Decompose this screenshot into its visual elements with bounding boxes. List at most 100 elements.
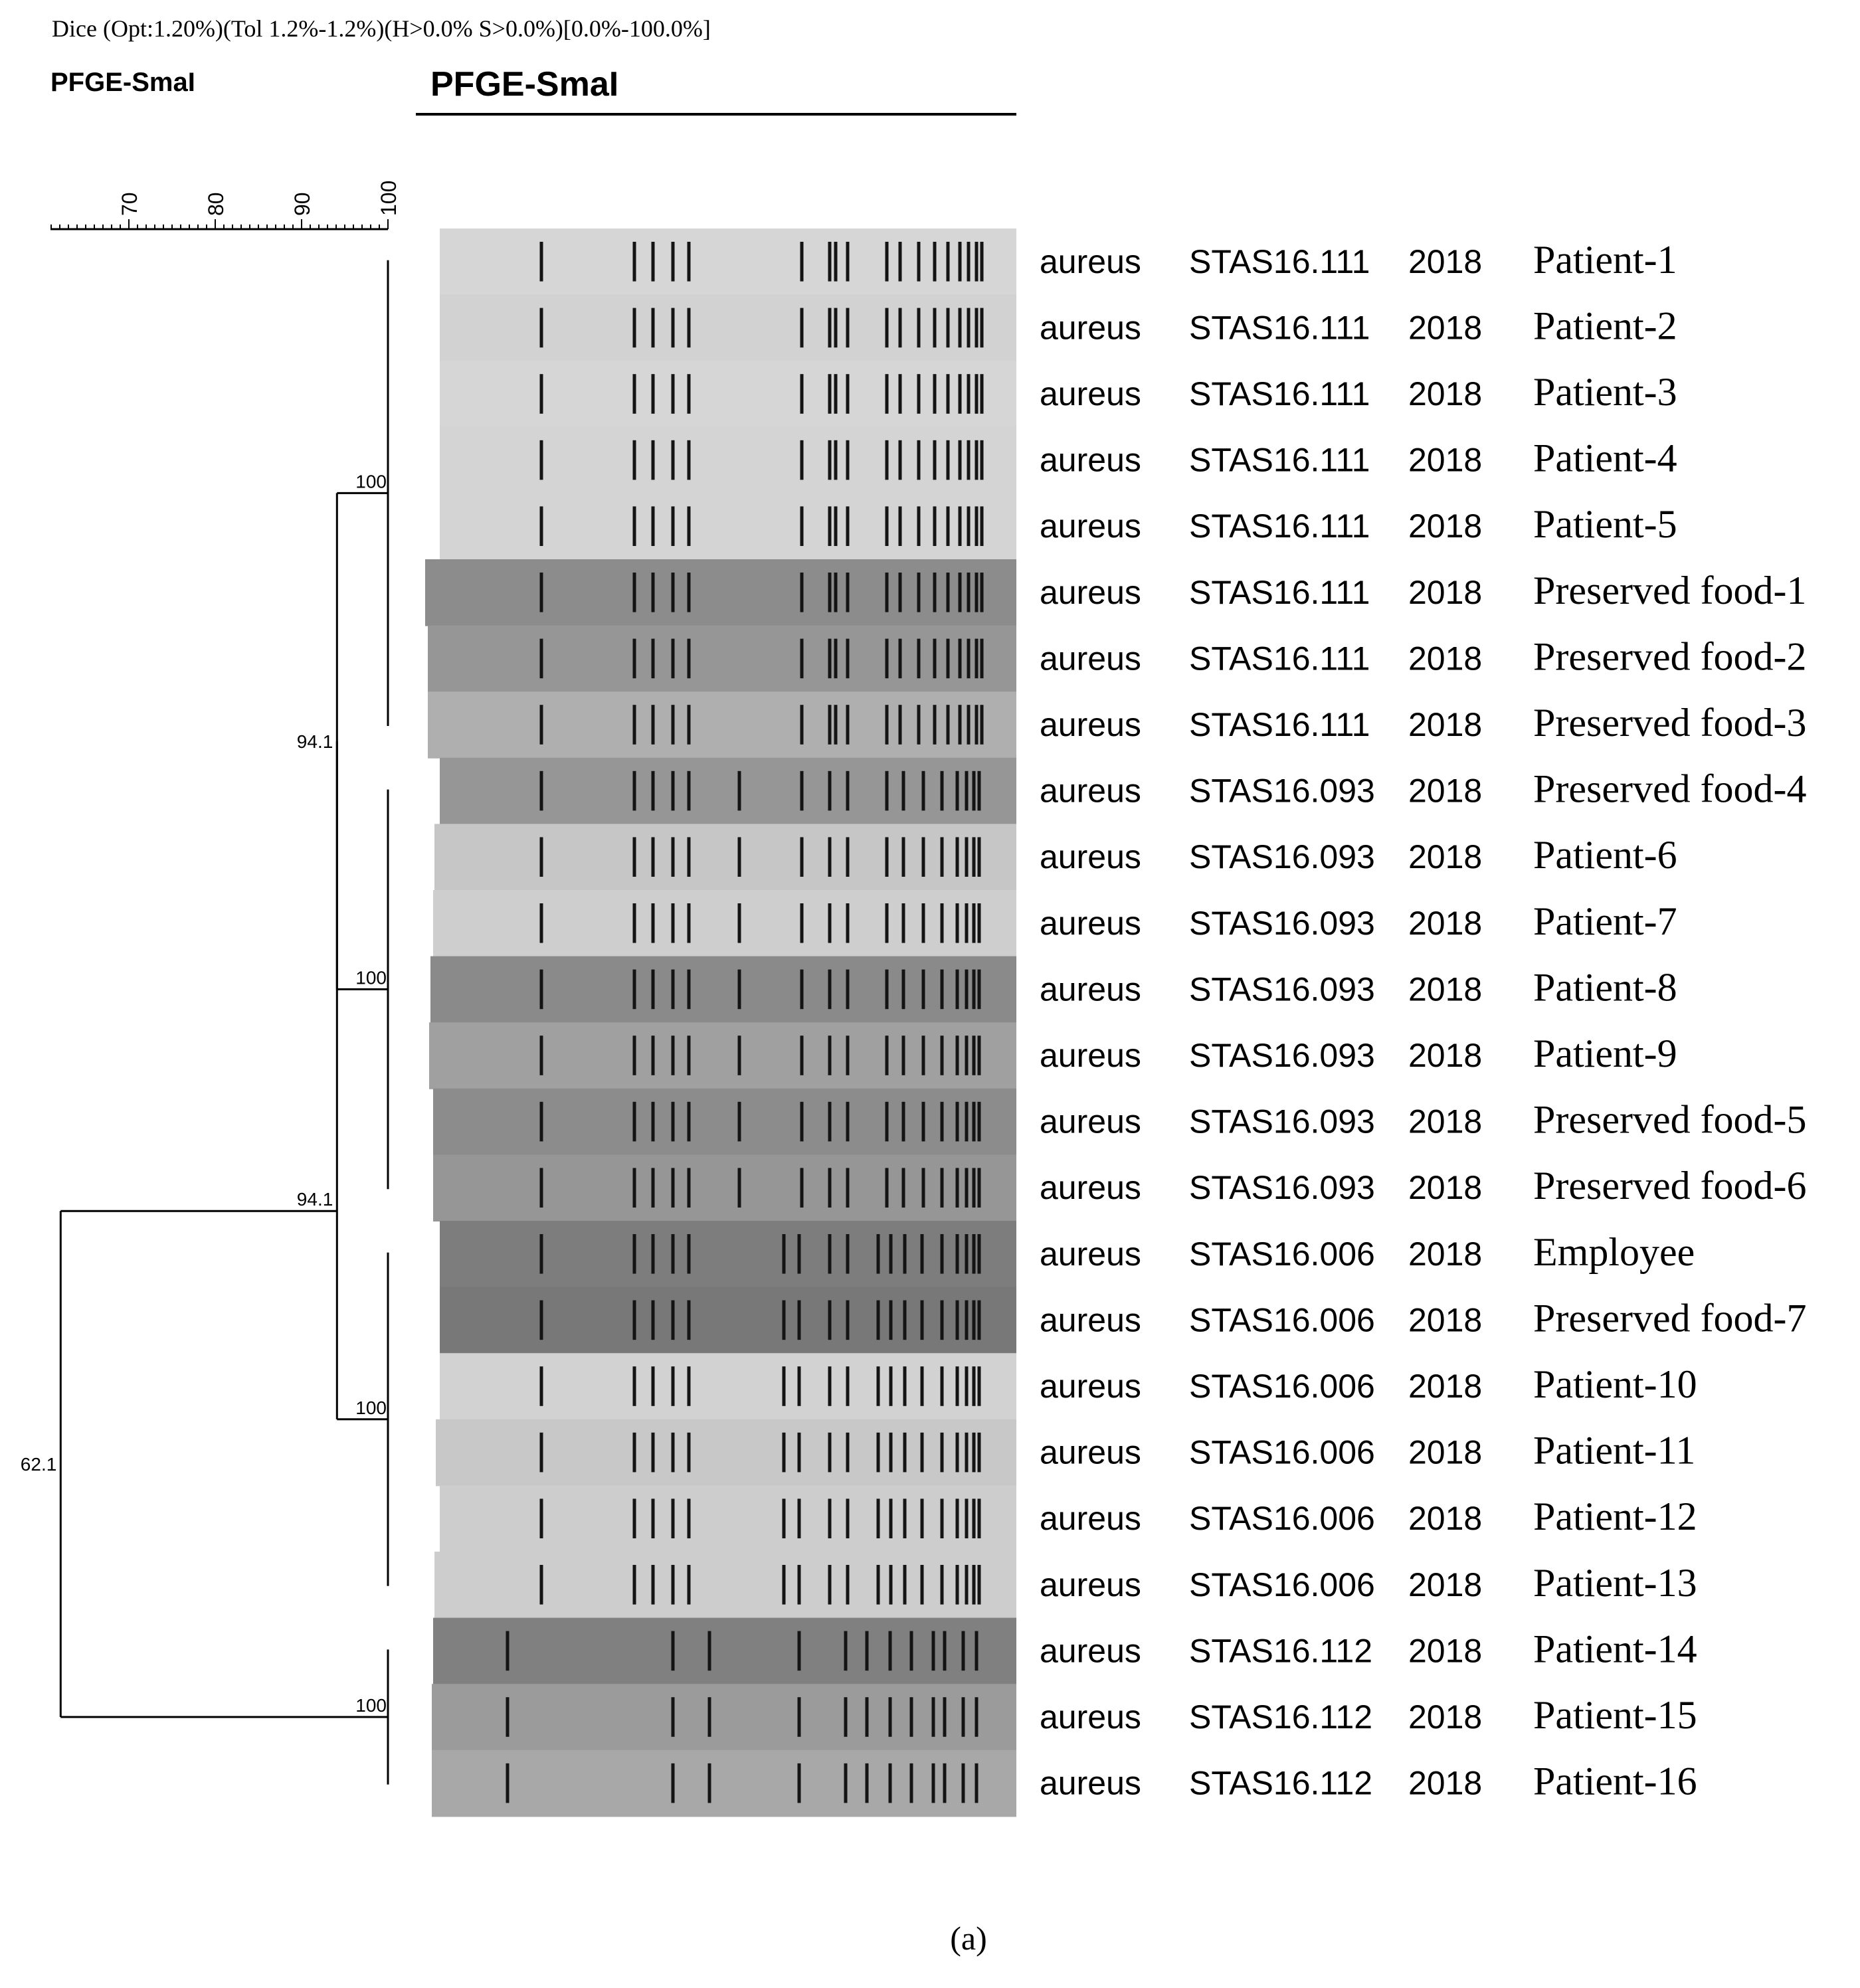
gel-band xyxy=(943,1631,947,1671)
gel-band xyxy=(828,1565,832,1605)
gel-band xyxy=(651,506,655,546)
gel-band xyxy=(632,1300,636,1340)
gel-band xyxy=(972,1366,976,1406)
gel-band xyxy=(797,1234,801,1274)
gel-band xyxy=(889,1300,893,1340)
gel-band xyxy=(671,308,675,348)
gel-band xyxy=(975,506,978,546)
gel-band xyxy=(977,1498,981,1538)
gel-band xyxy=(940,1366,944,1406)
gel-band xyxy=(687,1168,691,1208)
gel-lane xyxy=(429,1022,1016,1089)
gel-band xyxy=(933,638,937,679)
isolate-strain: STAS16.111 xyxy=(1189,706,1370,743)
gel-band xyxy=(940,1498,944,1538)
gel-band xyxy=(737,837,741,877)
isolate-species: aureus xyxy=(1040,1698,1141,1736)
gel-band xyxy=(632,1168,636,1208)
gel-band xyxy=(651,638,655,679)
gel-band xyxy=(737,969,741,1010)
gel-band xyxy=(921,1168,925,1208)
gel-band xyxy=(834,308,838,348)
gel-band xyxy=(671,638,675,679)
isolate-source: Preserved food-6 xyxy=(1533,1164,1807,1208)
gel-band xyxy=(687,440,691,480)
gel-band xyxy=(965,1498,969,1538)
gel-band xyxy=(671,1697,675,1737)
gel-band xyxy=(972,1498,976,1538)
gel-band xyxy=(539,903,543,943)
gel-band xyxy=(921,969,925,1010)
isolate-year: 2018 xyxy=(1408,309,1482,346)
isolate-year: 2018 xyxy=(1408,1368,1482,1405)
gel-band xyxy=(965,969,969,1010)
gel-band xyxy=(885,308,889,348)
gel-band xyxy=(903,1432,907,1473)
isolate-species: aureus xyxy=(1040,442,1141,479)
gel-band xyxy=(506,1763,510,1803)
gel-band xyxy=(940,837,944,877)
node-similarity-label: 100 xyxy=(355,1398,387,1418)
isolate-year: 2018 xyxy=(1408,640,1482,677)
gel-band xyxy=(917,308,921,348)
isolate-species: aureus xyxy=(1040,309,1141,346)
gel-band xyxy=(920,1234,924,1274)
gel-band xyxy=(834,506,838,546)
gel-band xyxy=(539,374,543,414)
gel-band xyxy=(955,1565,959,1605)
gel-band xyxy=(889,1565,893,1605)
gel-band xyxy=(958,638,962,679)
gel-band xyxy=(946,705,950,745)
gel-band xyxy=(958,308,962,348)
gel-lane xyxy=(440,757,1016,825)
gel-band xyxy=(977,1300,981,1340)
gel-band xyxy=(975,242,978,282)
gel-band xyxy=(671,770,675,811)
isolate-species: aureus xyxy=(1040,507,1141,545)
isolate-source: Patient-4 xyxy=(1533,436,1677,480)
gel-band xyxy=(961,1631,965,1671)
isolate-strain: STAS16.111 xyxy=(1189,243,1370,280)
gel-band xyxy=(885,1168,889,1208)
gel-band xyxy=(828,573,832,612)
gel-band xyxy=(888,1697,892,1737)
gel-band xyxy=(797,1631,801,1671)
gel-band xyxy=(651,573,655,612)
gel-band xyxy=(800,638,804,679)
gel-band xyxy=(885,506,889,546)
isolate-species: aureus xyxy=(1040,1500,1141,1537)
gel-band xyxy=(834,573,838,612)
gel-band xyxy=(946,440,950,480)
gel-band xyxy=(933,242,937,282)
gel-band xyxy=(651,1234,655,1274)
gel-band xyxy=(876,1432,880,1473)
isolate-year: 2018 xyxy=(1408,375,1482,412)
gel-band xyxy=(539,1036,543,1075)
gel-band xyxy=(539,1168,543,1208)
gel-band xyxy=(797,1300,801,1340)
gel-band xyxy=(687,506,691,546)
scale-tick-label: 80 xyxy=(204,192,228,216)
isolate-year: 2018 xyxy=(1408,1632,1482,1669)
gel-band xyxy=(632,1565,636,1605)
gel-lane xyxy=(432,1684,1016,1751)
gel-lane xyxy=(440,426,1016,494)
gel-band xyxy=(800,837,804,877)
gel-band xyxy=(920,1432,924,1473)
gel-band xyxy=(632,506,636,546)
gel-band xyxy=(846,506,850,546)
isolate-year: 2018 xyxy=(1408,1566,1482,1603)
gel-band xyxy=(844,1763,848,1803)
gel-band xyxy=(943,1763,947,1803)
gel-band xyxy=(671,1168,675,1208)
gel-band xyxy=(846,242,850,282)
gel-band xyxy=(946,506,950,546)
gel-band xyxy=(972,1234,976,1274)
gel-band xyxy=(965,1300,969,1340)
gel-band xyxy=(828,506,832,546)
node-similarity-label: 100 xyxy=(355,967,387,988)
gel-band xyxy=(800,1036,804,1075)
gel-band xyxy=(846,1432,850,1473)
gel-band xyxy=(539,1366,543,1406)
gel-band xyxy=(967,638,971,679)
